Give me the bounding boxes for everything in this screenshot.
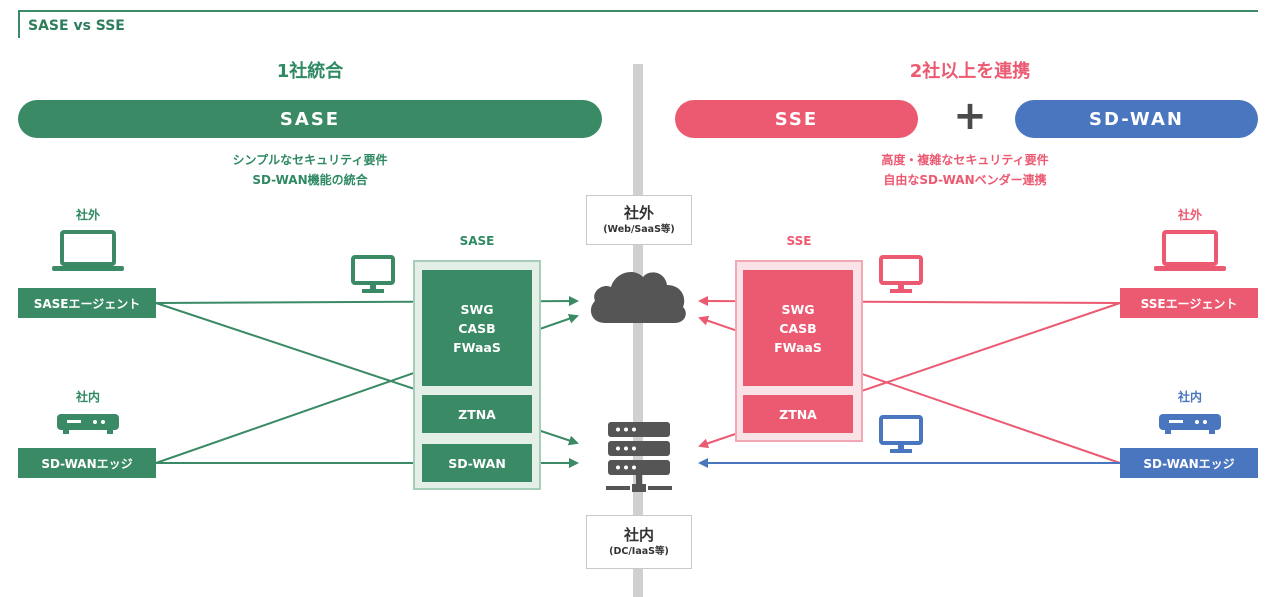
sase-agent-box: SASEエージェント <box>18 288 156 318</box>
left-inside-label: 社内 <box>75 390 100 404</box>
sse-security-box: SWG CASB FWaaS <box>743 270 853 386</box>
casb-label: CASB <box>779 320 817 336</box>
internal-subtitle: (DC/IaaS等) <box>609 546 669 557</box>
right-description: 高度・複雑なセキュリティ要件 自由なSD-WANベンダー連携 <box>815 150 1115 190</box>
external-subtitle: (Web/SaaS等) <box>603 224 675 235</box>
frame-left-line <box>18 10 20 38</box>
monitor-icon <box>879 255 923 293</box>
sdwan-pill: SD-WAN <box>1015 100 1258 138</box>
right-desc-line2: 自由なSD-WANベンダー連携 <box>883 173 1047 187</box>
swg-label: SWG <box>460 301 494 317</box>
sase-security-box: SWG CASB FWaaS <box>422 270 532 386</box>
router-icon <box>57 414 119 434</box>
sase-sdwan-box: SD-WAN <box>422 444 532 482</box>
plus-icon: + <box>953 93 987 139</box>
left-description: シンプルなセキュリティ要件 SD-WAN機能の統合 <box>160 150 460 190</box>
sse-agent-box: SSEエージェント <box>1120 288 1258 318</box>
sdwan-edge-box-left: SD-WANエッジ <box>18 448 156 478</box>
left-outside-label: 社外 <box>75 208 100 222</box>
swg-label: SWG <box>781 301 815 317</box>
right-outside-label: 社外 <box>1177 208 1202 222</box>
internal-title: 社内 <box>623 526 654 544</box>
right-inside-label: 社内 <box>1177 390 1202 404</box>
left-desc-line1: シンプルなセキュリティ要件 <box>232 153 388 167</box>
router-icon <box>1159 414 1221 434</box>
sase-pill: SASE <box>18 100 602 138</box>
server-icon <box>606 422 672 492</box>
monitor-icon <box>351 255 395 293</box>
laptop-icon <box>1154 230 1226 271</box>
cloud-icon <box>590 272 686 323</box>
fwaas-label: FWaaS <box>774 339 822 355</box>
fwaas-label: FWaaS <box>453 339 501 355</box>
sse-box-label: SSE <box>786 234 812 248</box>
right-heading: 2社以上を連携 <box>909 61 1031 82</box>
casb-label: CASB <box>458 320 496 336</box>
laptop-icon <box>52 230 124 271</box>
left-desc-line2: SD-WAN機能の統合 <box>252 173 368 187</box>
frame-top-line <box>18 10 1258 12</box>
left-heading: 1社統合 <box>276 61 344 82</box>
external-location-box: 社外 (Web/SaaS等) <box>586 195 692 245</box>
external-title: 社外 <box>623 204 654 222</box>
section-title: SASE vs SSE <box>28 18 125 34</box>
internal-location-box: 社内 (DC/IaaS等) <box>586 515 692 569</box>
sdwan-edge-box-right: SD-WANエッジ <box>1120 448 1258 478</box>
monitor-icon <box>879 415 923 453</box>
sase-box-label: SASE <box>459 234 495 248</box>
center-divider <box>633 64 643 597</box>
sse-pill: SSE <box>675 100 918 138</box>
right-desc-line1: 高度・複雑なセキュリティ要件 <box>881 153 1049 167</box>
sse-ztna-box: ZTNA <box>743 395 853 433</box>
sase-ztna-box: ZTNA <box>422 395 532 433</box>
